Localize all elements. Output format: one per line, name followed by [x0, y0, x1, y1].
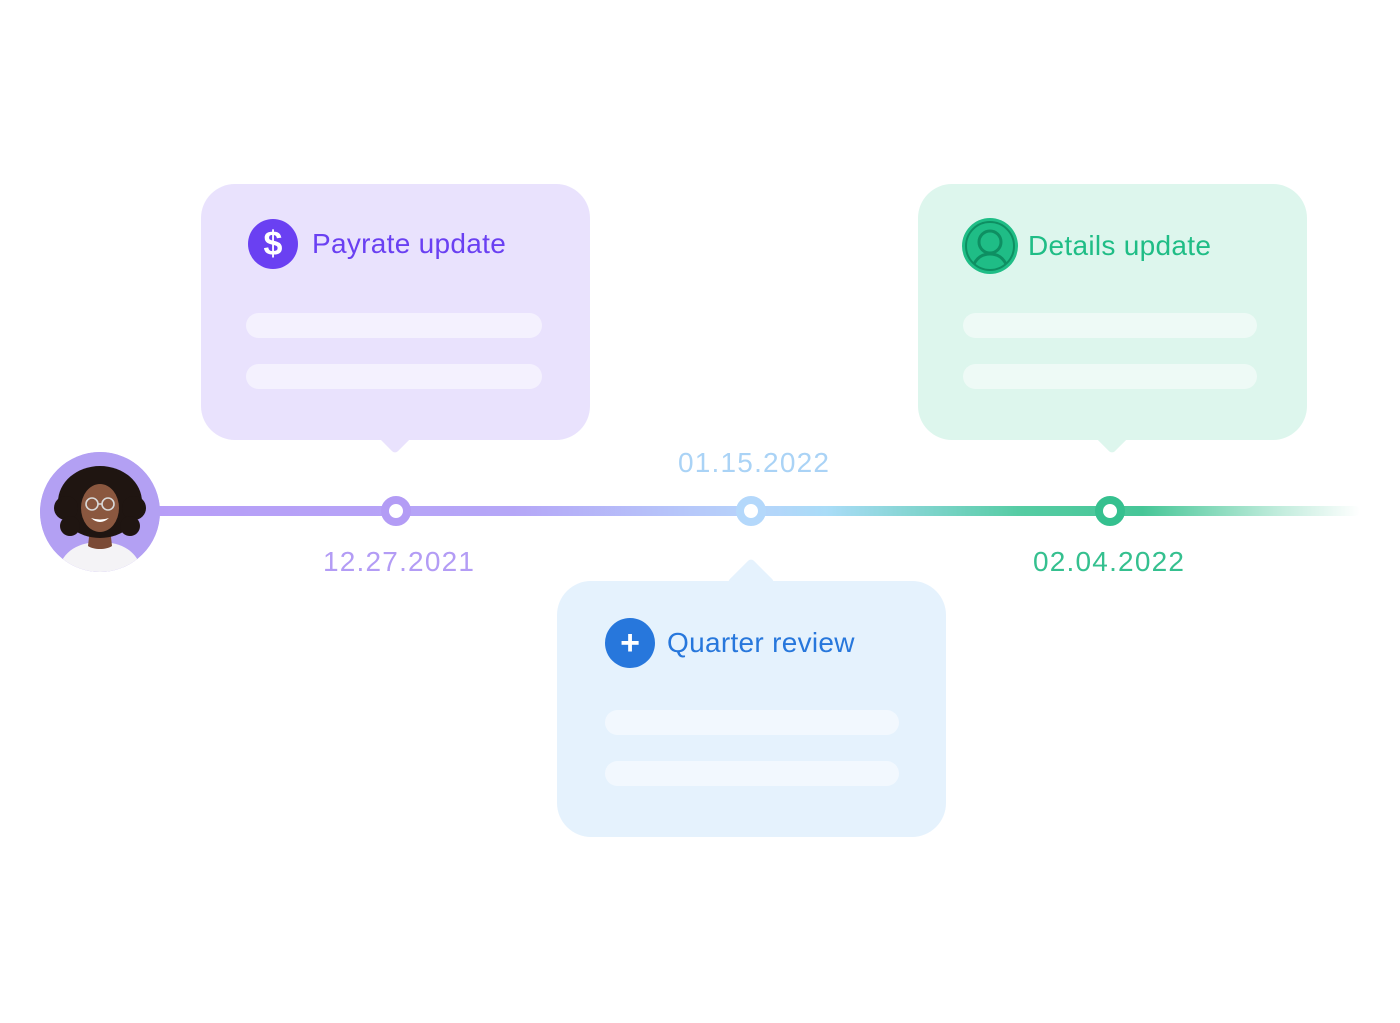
- card-pointer: [1087, 405, 1137, 455]
- avatar[interactable]: [40, 452, 160, 572]
- card-title: Payrate update: [312, 228, 507, 259]
- event-card-details[interactable]: Details update: [918, 184, 1307, 455]
- date-label-details: 02.04.2022: [1033, 546, 1186, 577]
- placeholder-line: [605, 761, 899, 786]
- plus-icon: +: [605, 618, 655, 668]
- dollar-icon: $: [248, 219, 298, 269]
- event-card-payrate[interactable]: $ Payrate update: [201, 184, 590, 455]
- timeline-node-quarter[interactable]: [736, 496, 766, 526]
- card-title: Details update: [1028, 230, 1212, 261]
- card-pointer: [726, 557, 776, 607]
- timeline-node-details[interactable]: [1095, 496, 1125, 526]
- card-header: + Quarter review: [605, 618, 855, 668]
- card-pointer: [370, 405, 420, 455]
- event-card-quarter[interactable]: + Quarter review: [557, 557, 946, 837]
- placeholder-line: [963, 313, 1257, 338]
- card-header: $ Payrate update: [248, 219, 506, 269]
- placeholder-line: [605, 710, 899, 735]
- placeholder-line: [246, 313, 542, 338]
- placeholder-line: [246, 364, 542, 389]
- placeholder-line: [963, 364, 1257, 389]
- avatar-photo: [40, 452, 160, 572]
- card-title: Quarter review: [667, 627, 855, 658]
- date-label-quarter: 01.15.2022: [678, 447, 831, 478]
- user-icon: [962, 218, 1018, 274]
- date-label-payrate: 12.27.2021: [323, 546, 476, 577]
- card-header: Details update: [962, 218, 1211, 274]
- timeline-node-payrate[interactable]: [381, 496, 411, 526]
